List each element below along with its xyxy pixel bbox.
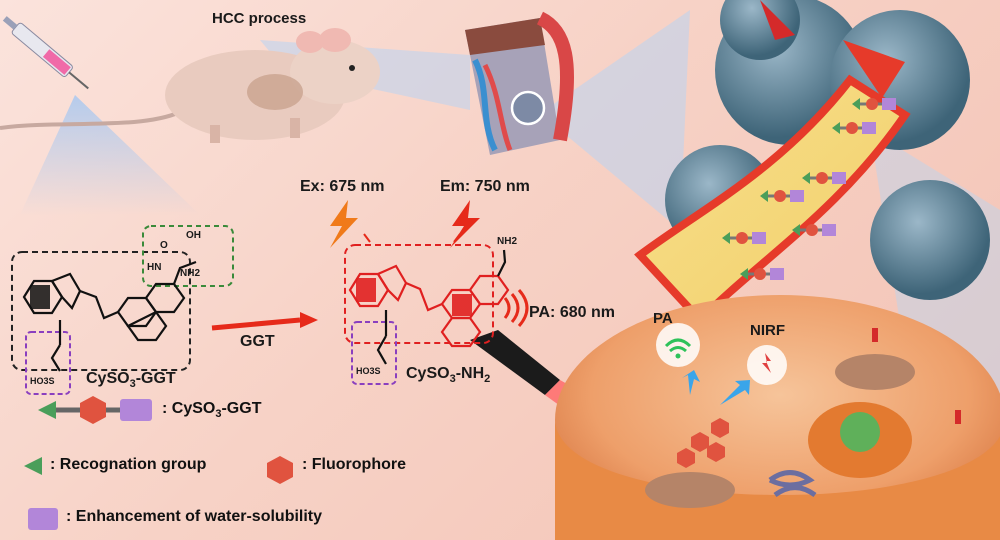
legend-fluorophore-glyph bbox=[267, 456, 293, 484]
so3h-right-label: HO3S bbox=[356, 366, 381, 376]
syringe bbox=[2, 16, 89, 90]
emission-bolt bbox=[450, 200, 480, 248]
golgi bbox=[768, 470, 817, 498]
pa-signal-bubble bbox=[656, 323, 700, 395]
nh2-label-product: NH2 bbox=[497, 236, 518, 247]
ggt-arrow bbox=[211, 317, 301, 331]
pa-wavelength-label: PA: 680 nm bbox=[529, 304, 615, 321]
sulfo-box-left bbox=[25, 331, 71, 395]
vessel-probes bbox=[722, 98, 896, 280]
legend-probe-text: : CySO3-GGT bbox=[162, 400, 262, 421]
mitochondrion-2 bbox=[645, 472, 735, 508]
probe-structure bbox=[22, 260, 197, 372]
vessel-probe-molecule bbox=[740, 268, 784, 280]
legend-solubility-glyph bbox=[28, 508, 58, 530]
product-structure bbox=[348, 249, 510, 365]
pa-wave-icon bbox=[503, 289, 529, 327]
vessel-probe-molecule bbox=[792, 224, 836, 236]
emission-label: Em: 750 nm bbox=[440, 178, 530, 195]
hn-label: HN bbox=[147, 262, 162, 273]
nh2-label-probe: NH2 bbox=[180, 268, 201, 279]
probe-structure-fill bbox=[30, 285, 50, 309]
recognition-box bbox=[142, 225, 234, 287]
probe-name-label: CySO3-GGT bbox=[86, 370, 176, 391]
legend-probe-glyph bbox=[38, 396, 152, 424]
legend-fluorophore-text: : Fluorophore bbox=[302, 456, 406, 473]
product-box bbox=[344, 244, 494, 344]
legend-recognition-text: : Recognation group bbox=[50, 456, 207, 473]
legend-solubility-text: : Enhancement of water-solubility bbox=[66, 508, 323, 525]
vessel-probe-molecule bbox=[722, 232, 766, 244]
vessel-probe-molecule bbox=[852, 98, 896, 110]
pa-signal-label: PA bbox=[653, 310, 673, 327]
tumor-vessel-tip bbox=[760, 0, 795, 40]
excitation-label: Ex: 675 nm bbox=[300, 178, 385, 195]
hcc-process-label: HCC process bbox=[212, 10, 307, 27]
product-structure-fill bbox=[356, 278, 472, 316]
vessel-probe-molecule bbox=[760, 190, 804, 202]
nirf-signal-label: NIRF bbox=[750, 322, 785, 339]
so3h-left-label: HO3S bbox=[30, 376, 55, 386]
mitochondrion bbox=[835, 354, 915, 390]
excitation-bolt bbox=[330, 200, 358, 248]
mouse-illustration bbox=[0, 28, 380, 143]
oh-label: OH bbox=[186, 230, 201, 241]
vessel-probe-molecule bbox=[832, 122, 876, 134]
cell-fluorophores bbox=[677, 418, 729, 468]
ggt-label: GGT bbox=[240, 333, 275, 350]
vessel-probe-molecule bbox=[802, 172, 846, 184]
legend-recognition-glyph bbox=[24, 457, 42, 475]
liver-to-vessel-beam bbox=[545, 10, 690, 230]
liver-tissue-block bbox=[465, 11, 575, 155]
product-name-label: CySO3-NH2 bbox=[406, 365, 491, 386]
o-label: O bbox=[160, 240, 168, 251]
probe-box bbox=[11, 251, 191, 371]
nirf-signal-bubble bbox=[720, 345, 787, 405]
sulfo-box-right bbox=[351, 321, 397, 385]
